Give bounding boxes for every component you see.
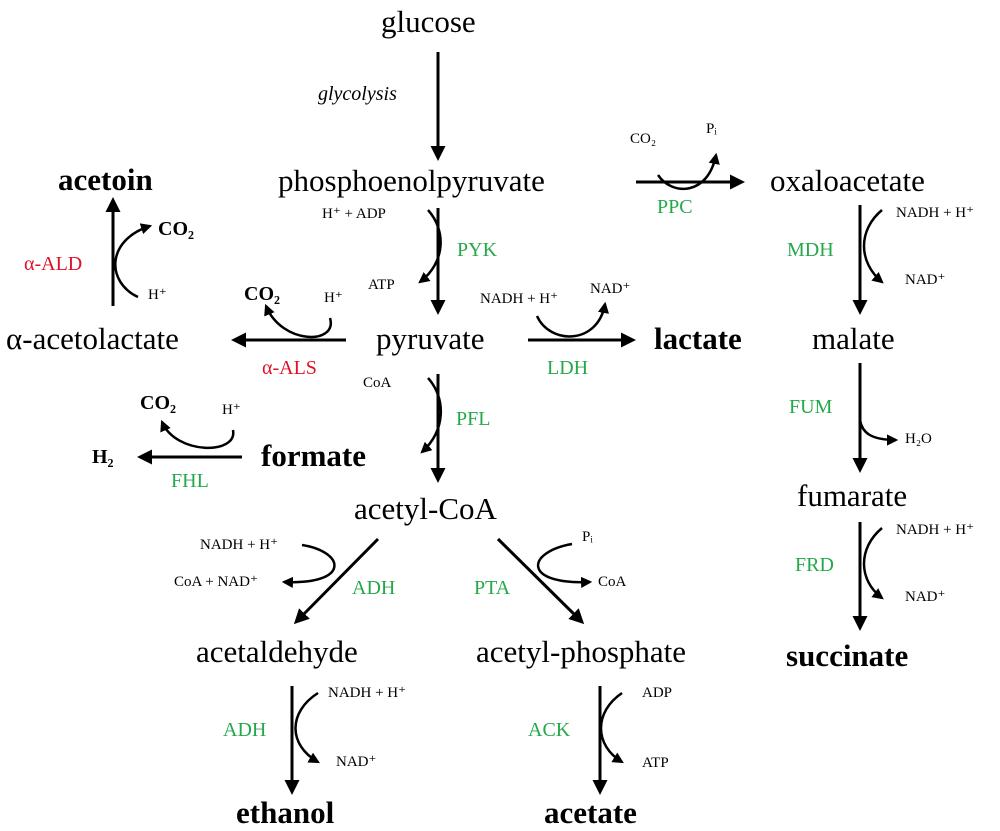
curve-pta	[536, 542, 593, 589]
curve-ald	[114, 223, 153, 299]
curve-ppc	[656, 152, 720, 190]
curve-fhl	[160, 419, 235, 449]
metabolite-lactate: lactate	[654, 321, 742, 356]
curve-mdh	[862, 209, 884, 284]
metabolite-malate: malate	[812, 321, 895, 356]
enzyme-pfl: PFL	[456, 408, 491, 430]
cofactor-mdh-nad: NAD⁺	[905, 272, 946, 288]
metabolite-phosphoenolpyruvate: phosphoenolpyruvate	[278, 163, 545, 198]
cofactor-mdh-nadh: NADH + H⁺	[896, 205, 975, 221]
enzyme-ack: ACK	[528, 719, 571, 741]
cofactor-adh1-coa-nad: CoA + NAD⁺	[174, 574, 258, 590]
cofactor-ldh-nadh: NADH + H⁺	[480, 291, 559, 307]
curve-adh2	[294, 691, 320, 764]
enzyme-pyk: PYK	[457, 239, 498, 261]
curve-ack	[599, 691, 624, 764]
cofactor-adh1-nadh: NADH + H⁺	[200, 537, 279, 553]
cofactor-ppc-co2: CO₂	[630, 131, 657, 147]
metabolite-glucose: glucose	[381, 4, 476, 39]
curve-frd	[862, 527, 884, 600]
cofactor-ald-h: H⁺	[148, 287, 167, 303]
metabolite-ethanol: ethanol	[236, 795, 335, 830]
cofactor-als-h: H⁺	[324, 290, 343, 306]
enzyme-pta: PTA	[474, 577, 511, 599]
enzyme-adh-2: ADH	[223, 719, 267, 741]
cofactor-adh2-nadh: NADH + H⁺	[328, 685, 407, 701]
cofactor-pyk-h-adp: H⁺ + ADP	[322, 206, 386, 222]
cofactor-pyk-atp: ATP	[368, 277, 395, 293]
enzyme-ppc: PPC	[657, 196, 693, 218]
metabolite-acetyl-phosphate: acetyl-phosphate	[476, 634, 687, 669]
label-glycolysis: glycolysis	[318, 83, 397, 105]
cofactor-fum-h2o: H₂O	[905, 431, 932, 447]
cofactor-ppc-pi: Pᵢ	[706, 121, 717, 137]
enzyme-alpha-ald: α-ALD	[24, 253, 83, 275]
metabolite-alpha-acetolactate: α-acetolactate	[6, 321, 179, 356]
cofactor-fhl-h: H⁺	[222, 402, 241, 418]
metabolite-pyruvate: pyruvate	[376, 321, 485, 356]
enzyme-mdh: MDH	[787, 239, 834, 261]
enzyme-alpha-als: α-ALS	[262, 357, 317, 379]
enzyme-fum: FUM	[789, 396, 833, 418]
metabolite-formate: formate	[261, 438, 366, 473]
curve-als	[264, 303, 332, 339]
enzyme-adh-1: ADH	[352, 577, 396, 599]
cofactor-fhl-co2: CO₂	[140, 392, 176, 414]
metabolite-succinate: succinate	[786, 638, 909, 673]
metabolite-acetate: acetate	[544, 795, 637, 830]
cofactor-frd-nadh: NADH + H⁺	[896, 522, 975, 538]
enzyme-frd: FRD	[795, 554, 834, 576]
cofactor-pfl-coa: CoA	[363, 375, 392, 391]
curve-pfl	[420, 377, 442, 454]
cofactor-ald-co2: CO₂	[158, 218, 194, 240]
curve-adh1	[281, 543, 336, 589]
enzyme-fhl: FHL	[171, 470, 209, 492]
metabolite-h2: H₂	[92, 446, 114, 468]
enzyme-ldh: LDH	[547, 357, 589, 379]
metabolite-fumarate: fumarate	[797, 478, 908, 513]
cofactor-pta-coa: CoA	[598, 574, 627, 590]
arrow-pta	[496, 537, 585, 625]
metabolite-acetaldehyde: acetaldehyde	[196, 634, 358, 669]
cofactor-adh2-nad: NAD⁺	[336, 754, 377, 770]
curve-ldh	[535, 301, 610, 338]
cofactor-frd-nad: NAD⁺	[905, 589, 946, 605]
cofactor-ack-atp: ATP	[642, 755, 669, 771]
metabolite-acetoin: acetoin	[58, 162, 153, 197]
cofactor-ack-adp: ADP	[642, 685, 673, 701]
cofactor-als-co2: CO₂	[244, 283, 280, 305]
metabolite-acetyl-coa: acetyl-CoA	[354, 491, 497, 526]
curve-fum	[858, 419, 899, 446]
cofactor-pta-pi: Pᵢ	[582, 529, 593, 545]
curve-pyk	[418, 209, 442, 284]
arrow-adh1	[293, 537, 380, 625]
metabolite-oxaloacetate: oxaloacetate	[770, 163, 925, 198]
cofactor-ldh-nad: NAD⁺	[590, 281, 631, 297]
